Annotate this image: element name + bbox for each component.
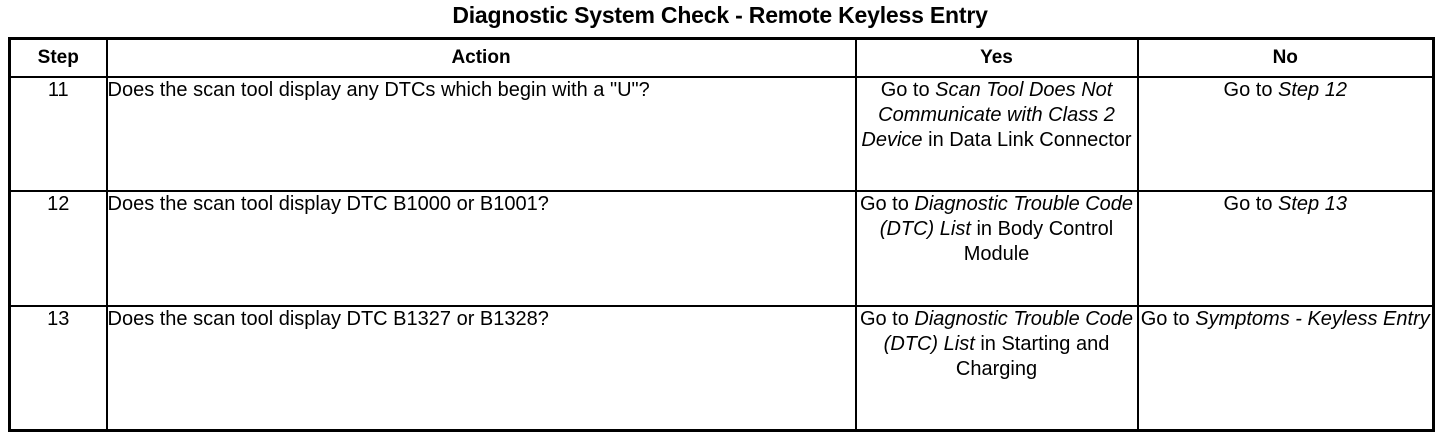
page-title: Diagnostic System Check - Remote Keyless…: [452, 2, 988, 28]
yes-branch-cell: Go to Diagnostic Trouble Code (DTC) List…: [854, 189, 1139, 307]
yes-lead-text: Go to: [880, 78, 936, 101]
column-header-no: No: [1136, 37, 1435, 78]
yes-reference-title: Scan Tool Does Not Communicate with Clas…: [861, 78, 1115, 151]
step-action-text: Does the scan tool display DTC B1327 or …: [105, 304, 857, 432]
diagnostic-table: Step Action Yes No 11 Does the scan tool…: [8, 37, 1435, 432]
no-branch-cell: Go to Step 13: [1136, 189, 1435, 307]
yes-branch-cell: Go to Scan Tool Does Not Communicate wit…: [854, 75, 1139, 192]
column-header-step: Step: [8, 37, 108, 78]
table-row: 12 Does the scan tool display DTC B1000 …: [8, 189, 1435, 307]
step-number: 11: [8, 75, 108, 192]
column-header-action: Action: [105, 37, 857, 78]
step-action-text: Does the scan tool display any DTCs whic…: [105, 75, 857, 192]
no-reference-title: Step 12: [1278, 78, 1347, 101]
no-branch-cell: Go to Step 12: [1136, 75, 1435, 192]
yes-tail-text: in Data Link Connector: [922, 128, 1132, 151]
yes-lead-text: Go to: [859, 192, 915, 215]
column-header-yes: Yes: [854, 37, 1139, 78]
step-number: 12: [8, 189, 108, 307]
table-row: 11 Does the scan tool display any DTCs w…: [8, 75, 1435, 192]
yes-branch-text: Go to Diagnostic Trouble Code (DTC) List…: [857, 192, 1137, 267]
no-lead-text: Go to: [1223, 192, 1279, 215]
no-lead-text: Go to: [1223, 78, 1279, 101]
no-reference-title: Step 13: [1278, 192, 1347, 215]
yes-tail-text: in Body Control Module: [963, 217, 1114, 265]
yes-lead-text: Go to: [859, 307, 915, 330]
table-row: 13 Does the scan tool display DTC B1327 …: [8, 304, 1435, 432]
no-lead-text: Go to: [1140, 307, 1196, 330]
no-branch-cell: Go to Symptoms - Keyless Entry: [1136, 304, 1435, 432]
yes-reference-title: Diagnostic Trouble Code (DTC) List: [879, 192, 1134, 240]
step-action-text: Does the scan tool display DTC B1000 or …: [105, 189, 857, 307]
no-branch-text: Go to Step 13: [1139, 192, 1433, 217]
yes-branch-text: Go to Diagnostic Trouble Code (DTC) List…: [857, 307, 1137, 382]
yes-branch-text: Go to Scan Tool Does Not Communicate wit…: [857, 78, 1137, 153]
no-branch-text: Go to Step 12: [1139, 78, 1433, 103]
table-header-row: Step Action Yes No: [8, 37, 1435, 78]
no-branch-text: Go to Symptoms - Keyless Entry: [1139, 307, 1433, 332]
yes-branch-cell: Go to Diagnostic Trouble Code (DTC) List…: [854, 304, 1139, 432]
yes-reference-title: Diagnostic Trouble Code (DTC) List: [883, 307, 1134, 355]
diagnostic-table-wrapper: Step Action Yes No 11 Does the scan tool…: [8, 37, 1435, 432]
step-number: 13: [8, 304, 108, 432]
no-reference-title: Symptoms - Keyless Entry: [1195, 307, 1430, 330]
yes-tail-text: in Starting and Charging: [955, 332, 1110, 380]
